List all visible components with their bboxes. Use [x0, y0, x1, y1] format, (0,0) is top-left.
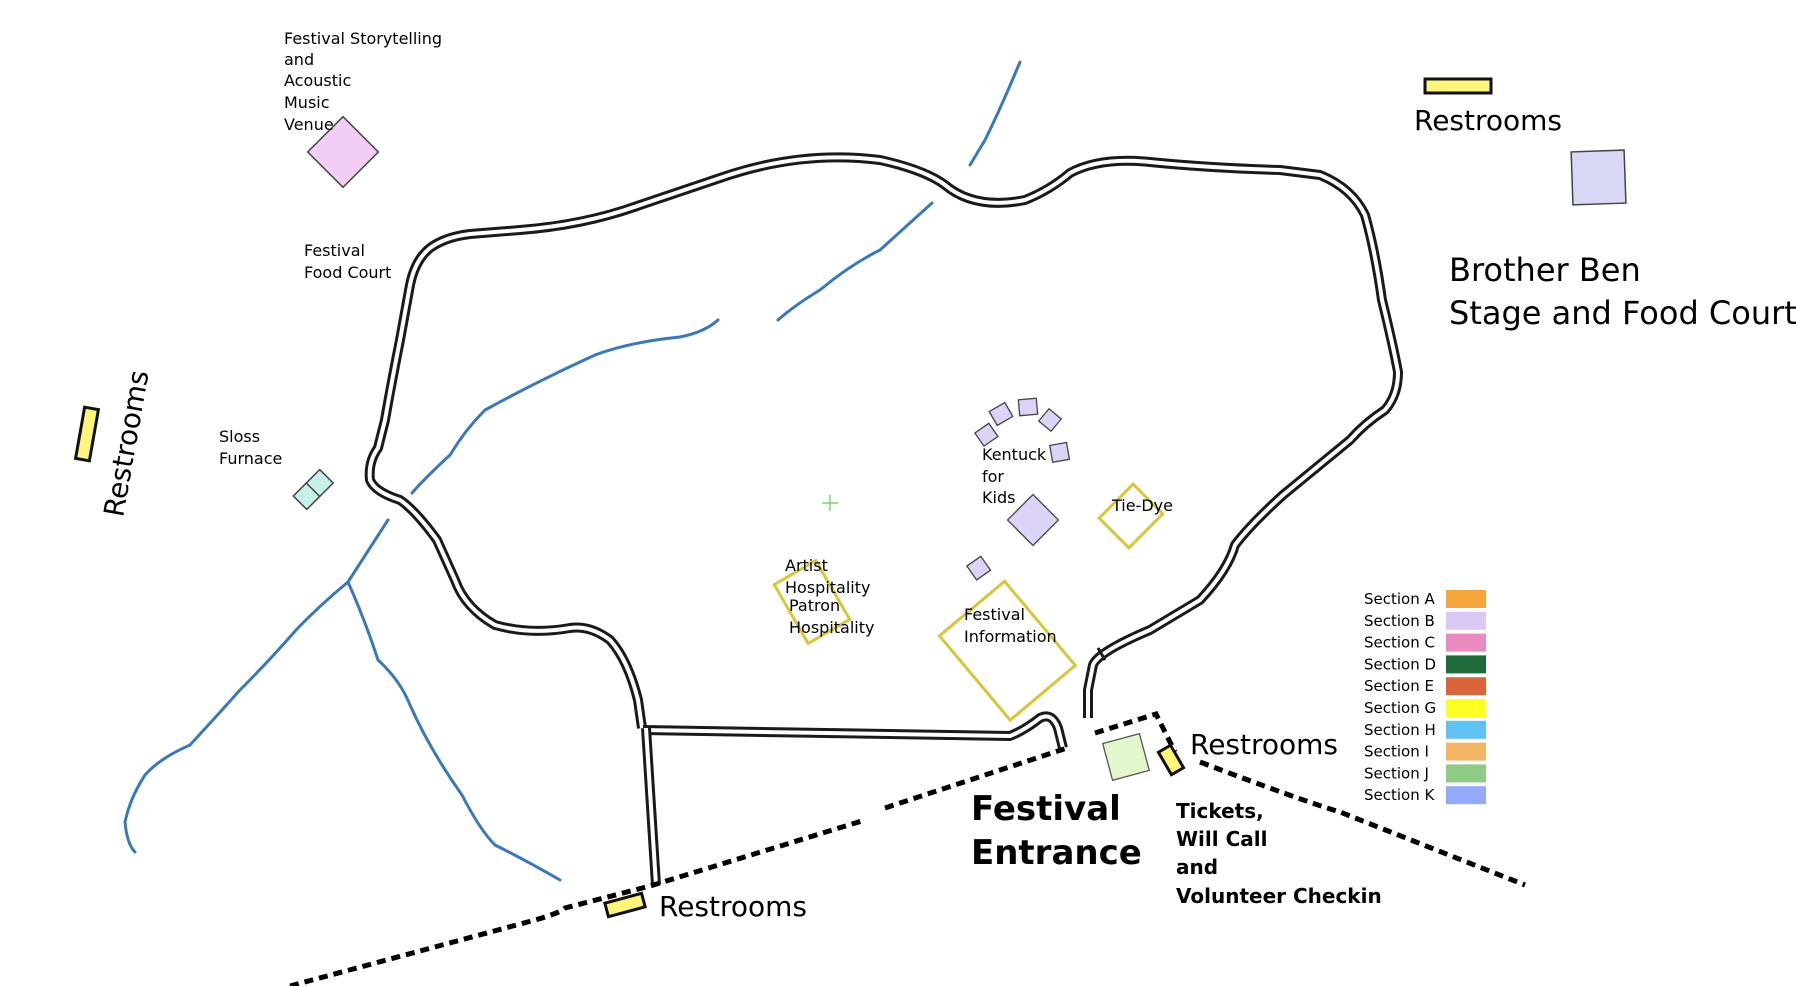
legend-swatch	[1446, 699, 1486, 717]
restrooms-label-entrance: Restrooms	[1190, 728, 1338, 761]
legend-label: Section J	[1364, 764, 1429, 782]
brother-ben-stage-marker[interactable]	[1570, 149, 1627, 206]
legend-swatch	[1446, 720, 1486, 739]
dashed-path-entrance	[1094, 710, 1178, 754]
legend-swatch	[1446, 742, 1486, 761]
restrooms-label-top-right: Restrooms	[1414, 104, 1562, 137]
outline-booths[interactable]	[772, 482, 1165, 723]
food-court-label: Festival Food Court	[304, 241, 391, 282]
legend-swatch	[1446, 677, 1486, 696]
creeks	[123, 60, 1022, 882]
legend-label: Section B	[1364, 612, 1435, 630]
festival-entrance-label: Festival Entrance	[971, 789, 1142, 873]
creek-lower	[123, 518, 390, 854]
creek-upper	[968, 60, 1022, 167]
kentuck-label: Kentuck for Kids	[982, 445, 1051, 507]
storytelling-venue-marker[interactable]	[306, 115, 380, 189]
tickets-booth-marker[interactable]	[1101, 732, 1151, 782]
sloss-furnace-marker[interactable]	[292, 468, 335, 511]
legend-label: Section K	[1364, 786, 1435, 804]
legend-label: Section A	[1364, 590, 1435, 608]
festival-information-booth	[937, 579, 1078, 723]
artist-hospitality-label: Artist Hospitality	[785, 556, 870, 597]
legend-label: Section H	[1364, 721, 1436, 739]
restroom-marker-left	[73, 405, 101, 463]
creek-branch	[346, 580, 562, 882]
tickets-label: Tickets, Will Call and Volunteer Checkin	[1176, 799, 1382, 908]
legend-label: Section E	[1364, 677, 1434, 695]
dashed-paths	[289, 710, 1526, 986]
legend-swatch	[1446, 611, 1486, 630]
legend-swatch	[1446, 655, 1486, 674]
legend-swatch	[1446, 764, 1486, 783]
restroom-markers[interactable]	[73, 77, 1493, 919]
patron-hospitality-label: Patron Hospitality	[789, 596, 874, 637]
dashed-path-right	[1199, 759, 1526, 888]
tie-dye-label: Tie-Dye	[1111, 496, 1173, 515]
kentuck-for-kids-markers[interactable]	[965, 397, 1071, 581]
legend-swatch	[1446, 590, 1486, 608]
artist-hospitality-booth	[772, 558, 852, 646]
road-loop	[364, 152, 1403, 729]
section-legend: Section A Section B Section C Section D Sect…	[1364, 590, 1486, 805]
creek-middle	[776, 201, 934, 322]
restrooms-label-bottom: Restrooms	[659, 890, 807, 923]
brother-ben-label: Brother Ben Stage and Food Court	[1449, 251, 1796, 332]
restroom-marker-bottom	[602, 891, 648, 919]
festival-information-label: Festival Information	[964, 605, 1057, 646]
dashed-path-left	[289, 817, 866, 986]
restroom-marker-top-right	[1423, 77, 1493, 95]
dashed-path-center	[884, 745, 1068, 811]
legend-label: Section I	[1364, 743, 1429, 761]
creek-middle-left	[410, 318, 720, 495]
storytelling-label: Festival Storytelling and Acoustic Music…	[284, 29, 447, 134]
center-marker	[822, 495, 838, 511]
legend-label: Section G	[1364, 699, 1436, 717]
legend-label: Section C	[1364, 634, 1435, 652]
tie-dye-booth	[1097, 482, 1165, 550]
legend-label: Section D	[1364, 655, 1436, 673]
sloss-furnace-label: Sloss Furnace	[219, 427, 282, 468]
restroom-marker-entrance	[1156, 743, 1186, 777]
legend-swatch	[1446, 786, 1486, 805]
legend-swatch	[1446, 633, 1486, 652]
road-connector	[641, 647, 1107, 886]
restrooms-label-left: Restrooms	[97, 368, 155, 519]
